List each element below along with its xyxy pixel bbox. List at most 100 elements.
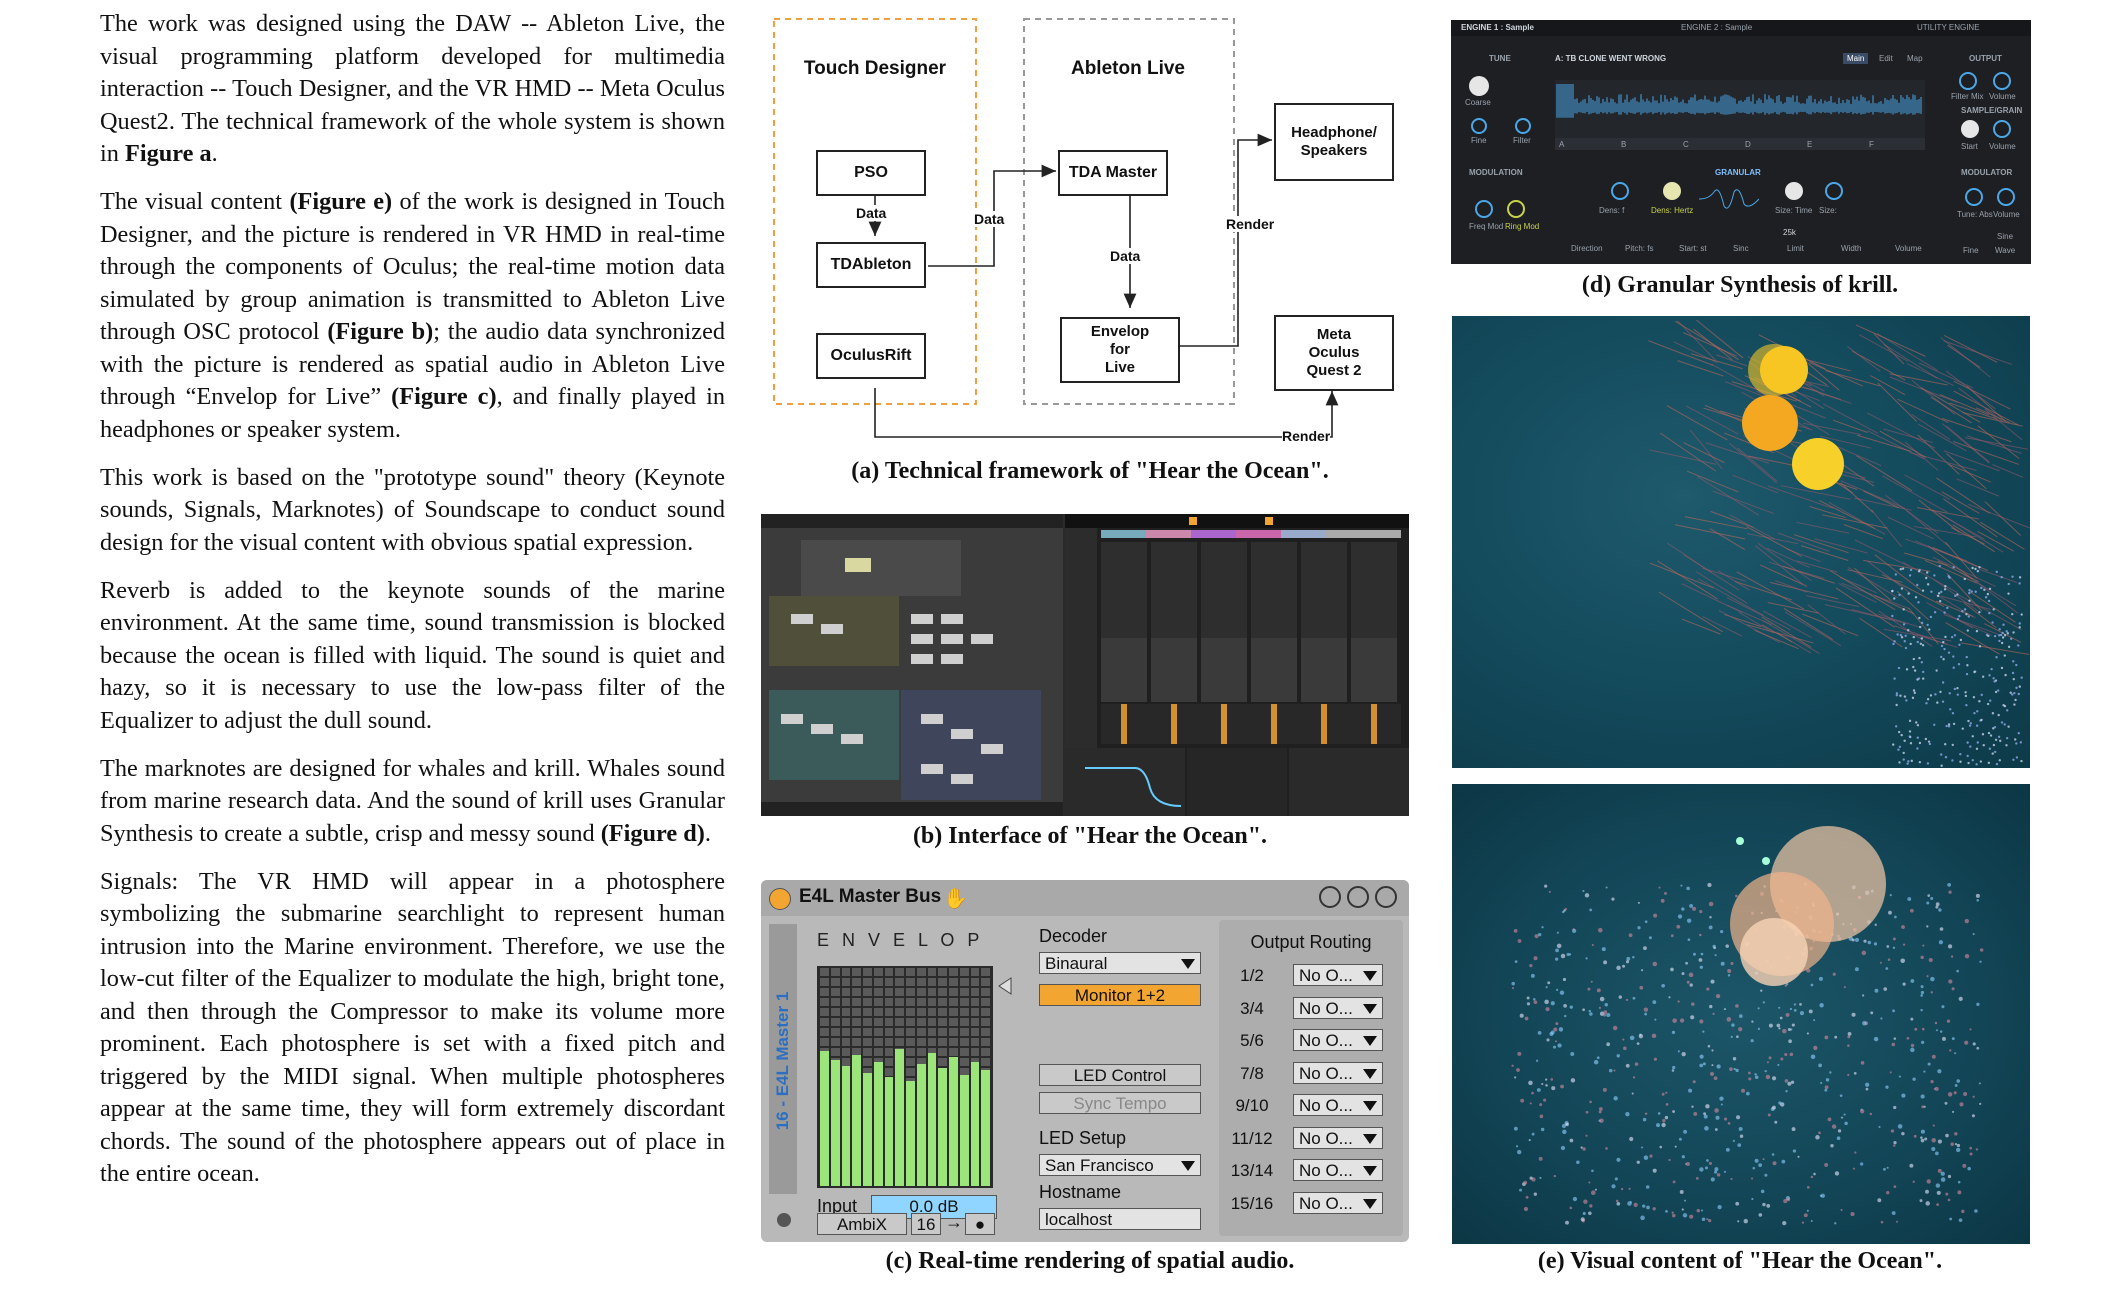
route-channel-label: 1/2 [1240, 966, 1264, 985]
filter-knob[interactable] [1515, 118, 1531, 134]
envelop-wordmark: E N V E L O P [817, 930, 984, 950]
hostname-field[interactable]: localhost [1039, 1208, 1201, 1230]
photosphere-3 [1792, 438, 1844, 490]
sample-volume-knob[interactable] [1993, 120, 2011, 138]
text-run: The marknotes are designed for whales an… [100, 754, 725, 847]
sample-marker[interactable]: A [1559, 140, 1565, 149]
technical-framework-diagram: Touch Designer Ableton Live PSO TDAbleto… [760, 10, 1420, 450]
ring-mod-knob[interactable] [1507, 200, 1525, 218]
route-value: No O... [1299, 998, 1353, 1018]
mod-volume-knob[interactable] [1997, 188, 2015, 206]
ambix-button[interactable]: AmbiX [817, 1213, 907, 1235]
dens-f-label: Dens: f [1599, 206, 1625, 215]
engine2-tab[interactable]: ENGINE 2 : Sample [1681, 23, 1753, 32]
sample-marker[interactable]: D [1745, 140, 1751, 149]
device-save-icon[interactable] [1375, 886, 1397, 908]
caption-c: (c) Real-time rendering of spatial audio… [885, 1248, 1295, 1274]
decoder-dropdown[interactable]: Binaural [1039, 952, 1201, 974]
route-dropdown[interactable]: No O... [1293, 1191, 1383, 1214]
chevron-down-icon [1181, 1161, 1195, 1171]
meter-fill [927, 1053, 937, 1186]
device-power-toggle[interactable] [769, 888, 791, 910]
utility-engine-tab[interactable]: UTILITY ENGINE [1917, 23, 1980, 32]
density-hertz-knob[interactable] [1663, 182, 1681, 200]
e4l-master-bus-device: E4L Master Bus ✋ 16 - E4L Master 1 E N V… [761, 880, 1409, 1242]
caption-a: (a) Technical framework of "Hear the Oce… [851, 458, 1329, 484]
data-label-1: Data [856, 205, 887, 221]
fine-label: Fine [1471, 136, 1487, 145]
fine-knob[interactable] [1471, 118, 1487, 134]
sample-marker[interactable]: F [1869, 140, 1874, 149]
text-run: , and finally played in headphones or sp… [100, 383, 725, 443]
meter-bar [841, 968, 851, 1186]
led-setup-dropdown[interactable]: San Francisco [1039, 1154, 1201, 1176]
size-time-label: Size: Time [1775, 206, 1813, 215]
map-tab[interactable]: Map [1907, 54, 1923, 63]
freq-mod-knob[interactable] [1475, 200, 1493, 218]
dens-hertz-label: Dens: Hertz [1651, 206, 1694, 215]
filter-mix-knob[interactable] [1959, 72, 1977, 90]
coarse-knob[interactable] [1469, 76, 1489, 96]
volume-knob[interactable] [1993, 72, 2011, 90]
order-field[interactable]: 16 [911, 1213, 941, 1235]
render-label-2: Render [1282, 428, 1331, 444]
chevron-down-icon [1363, 971, 1377, 981]
route-dropdown[interactable]: No O... [1293, 1029, 1383, 1051]
sync-tempo-button[interactable]: Sync Tempo [1039, 1092, 1201, 1114]
paragraph-6: Signals: The VR HMD will appear in a pho… [100, 866, 725, 1191]
led-control-button[interactable]: LED Control [1039, 1064, 1201, 1086]
sample-marker[interactable]: C [1683, 140, 1689, 149]
freq-mod-label: Freq Mod [1469, 222, 1504, 231]
route-dropdown[interactable]: No O... [1293, 964, 1383, 986]
meter-fill [830, 1059, 840, 1186]
tdableton-box: TDAbleton [816, 242, 926, 288]
size-time-knob[interactable] [1785, 182, 1803, 200]
text-run: . [704, 819, 711, 847]
chevron-down-icon [1363, 1003, 1377, 1014]
device-titlebar [761, 880, 1409, 916]
oculusrift-box: OculusRift [816, 333, 926, 379]
main-tab[interactable]: Main [1843, 53, 1869, 64]
start-knob[interactable] [1961, 120, 1979, 138]
device-title: E4L Master Bus [799, 886, 942, 907]
edit-tab[interactable]: Edit [1879, 54, 1893, 63]
output-routing-heading: Output Routing [1250, 932, 1372, 952]
size-knob[interactable] [1825, 182, 1843, 200]
route-channel-label: 11/12 [1231, 1128, 1273, 1148]
decoder-label: Decoder [1039, 926, 1108, 946]
meter-fill [873, 1061, 883, 1186]
route-dropdown[interactable]: No O... [1293, 996, 1383, 1019]
mod-tune-knob[interactable] [1965, 188, 1983, 206]
engine1-tab[interactable]: ENGINE 1 : Sample [1461, 23, 1534, 32]
device-menu-icon[interactable] [1319, 886, 1341, 908]
meter-bar [927, 968, 937, 1186]
meter-fill [820, 1050, 829, 1186]
meter-bar [916, 968, 926, 1186]
route-dropdown[interactable]: No O... [1293, 1061, 1383, 1084]
headphone-speakers-box: Headphone/ Speakers [1274, 103, 1394, 181]
sample-marker[interactable]: B [1621, 140, 1627, 149]
sample-marker[interactable]: E [1807, 140, 1813, 149]
route-dropdown[interactable]: No O... [1293, 1094, 1383, 1116]
granular-param-label: Width [1841, 244, 1862, 253]
device-refresh-icon[interactable] [1347, 886, 1369, 908]
meter-bar [873, 968, 883, 1186]
text-run: . [211, 140, 218, 167]
figure-reference: (Figure d) [600, 819, 705, 847]
granular-param-label: Pitch: fs [1625, 244, 1654, 253]
route-value: No O... [1299, 1096, 1353, 1115]
density-knob[interactable] [1611, 182, 1629, 200]
data-label-3: Data [1110, 248, 1141, 264]
meter-bar [852, 968, 861, 1186]
route-dropdown[interactable]: No O... [1293, 1159, 1383, 1181]
meter-fill [884, 1077, 894, 1186]
monitor-button[interactable]: Monitor 1+2 [1039, 984, 1201, 1006]
text-run: Reverb is added to the keynote sounds of… [100, 576, 725, 734]
record-dot-button[interactable]: ● [965, 1213, 995, 1235]
route-dropdown[interactable]: No O... [1293, 1126, 1383, 1149]
meter-fill [916, 1063, 926, 1186]
meter-fill [938, 1068, 947, 1186]
grain-envelope-icon [1699, 189, 1759, 209]
